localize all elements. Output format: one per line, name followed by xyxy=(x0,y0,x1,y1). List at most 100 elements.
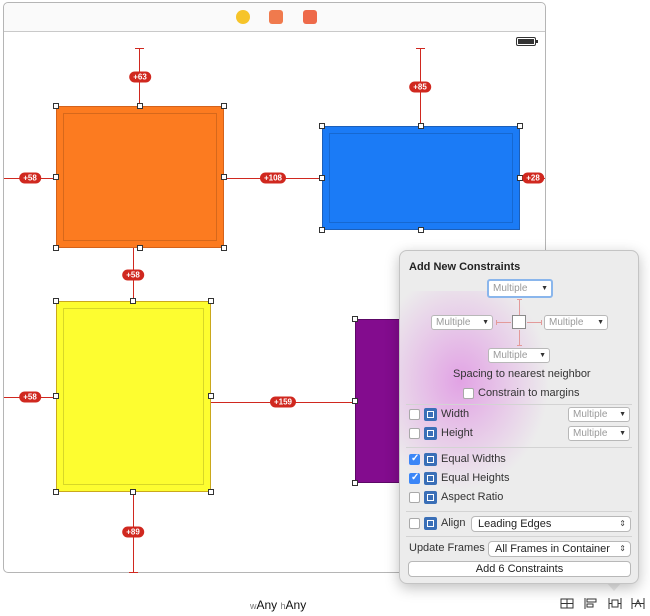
constraint-badge-orange-left[interactable]: +58 xyxy=(19,172,41,184)
resize-handle[interactable] xyxy=(418,227,424,233)
constraint-badge-blue-top[interactable]: +85 xyxy=(409,81,431,93)
resize-handle[interactable] xyxy=(53,245,59,251)
resize-handle[interactable] xyxy=(53,393,59,399)
resize-handle[interactable] xyxy=(418,123,424,129)
scene-dock xyxy=(4,3,545,32)
add-constraints-button[interactable]: Add 6 Constraints xyxy=(408,561,631,577)
popover-pointer xyxy=(606,582,622,591)
constrain-margins-checkbox[interactable] xyxy=(463,388,474,399)
width-value-field[interactable]: Multiple ▼ xyxy=(568,407,630,422)
spacing-top-field[interactable]: Multiple ▼ xyxy=(487,279,553,298)
pin-icon[interactable] xyxy=(608,597,622,610)
spacing-right-value: Multiple xyxy=(549,317,584,328)
constraint-badge-orange-top[interactable]: +63 xyxy=(129,71,151,83)
resize-handle[interactable] xyxy=(53,174,59,180)
equal-heights-checkbox[interactable] xyxy=(409,472,420,484)
constraint-badge-orange-blue[interactable]: +108 xyxy=(259,172,287,184)
resize-handle[interactable] xyxy=(221,174,227,180)
resize-handle[interactable] xyxy=(137,103,143,109)
resize-handle[interactable] xyxy=(130,298,136,304)
resize-handle[interactable] xyxy=(352,316,358,322)
resize-handle[interactable] xyxy=(319,227,325,233)
spacing-caption: Spacing to nearest neighbor xyxy=(453,368,591,380)
resize-handle[interactable] xyxy=(221,245,227,251)
size-class-h-prefix: h xyxy=(280,601,286,611)
width-checkbox[interactable] xyxy=(409,409,420,420)
aspect-ratio-label: Aspect Ratio xyxy=(441,491,504,503)
stack-icon[interactable] xyxy=(560,597,574,610)
constraint-badge-yellow-bottom[interactable]: +89 xyxy=(122,526,144,538)
size-class-h-value: Any xyxy=(285,598,307,612)
width-value: Multiple xyxy=(573,409,608,420)
chevron-down-icon: ▼ xyxy=(597,319,604,326)
resize-handle[interactable] xyxy=(208,393,214,399)
equal-widths-checkbox[interactable] xyxy=(409,453,420,465)
resize-handle[interactable] xyxy=(517,123,523,129)
align-icon[interactable] xyxy=(584,597,598,610)
size-class-indicator[interactable]: wAny hAny xyxy=(250,598,306,612)
spacing-bottom-field[interactable]: Multiple ▼ xyxy=(488,348,550,363)
equal-heights-label: Equal Heights xyxy=(441,472,510,484)
chevron-down-icon: ▼ xyxy=(482,319,489,326)
resize-handle[interactable] xyxy=(130,489,136,495)
blue-view[interactable] xyxy=(322,126,520,230)
spacing-bottom-value: Multiple xyxy=(493,350,528,361)
width-icon xyxy=(424,408,437,421)
align-label: Align xyxy=(441,517,466,529)
aspect-ratio-icon xyxy=(424,491,437,504)
popover-title: Add New Constraints xyxy=(409,261,521,273)
size-class-w-prefix: w xyxy=(250,601,257,611)
spacing-left-value: Multiple xyxy=(436,317,471,328)
height-checkbox[interactable] xyxy=(409,428,420,439)
constraint-badge-orange-yellow[interactable]: +58 xyxy=(122,269,144,281)
resolve-issues-icon[interactable] xyxy=(631,597,645,610)
first-responder-icon[interactable] xyxy=(269,10,283,24)
equal-widths-icon xyxy=(424,453,437,466)
update-frames-value: All Frames in Container xyxy=(495,543,610,555)
constraint-badge-yellow-left[interactable]: +58 xyxy=(19,391,41,403)
chevron-down-icon: ▼ xyxy=(619,411,626,418)
view-controller-icon[interactable] xyxy=(236,10,250,24)
aspect-ratio-checkbox[interactable] xyxy=(409,492,420,503)
align-popup[interactable]: Leading Edges ⇕ xyxy=(471,516,631,532)
resize-handle[interactable] xyxy=(208,489,214,495)
up-down-chevron-icon: ⇕ xyxy=(619,544,626,553)
yellow-view[interactable] xyxy=(56,301,211,492)
resize-handle[interactable] xyxy=(208,298,214,304)
size-class-w-value: Any xyxy=(256,598,278,612)
resize-handle[interactable] xyxy=(221,103,227,109)
resize-handle[interactable] xyxy=(53,103,59,109)
update-frames-label: Update Frames xyxy=(409,542,485,554)
spacing-left-field[interactable]: Multiple ▼ xyxy=(431,315,493,330)
update-frames-popup[interactable]: All Frames in Container ⇕ xyxy=(488,541,631,557)
spacing-top-value: Multiple xyxy=(493,283,528,294)
constrain-margins-label: Constrain to margins xyxy=(478,387,580,399)
constraint-center-box xyxy=(512,315,526,329)
up-down-chevron-icon: ⇕ xyxy=(619,519,626,528)
resize-handle[interactable] xyxy=(137,245,143,251)
equal-heights-icon xyxy=(424,472,437,485)
align-popup-value: Leading Edges xyxy=(478,518,552,530)
resize-handle[interactable] xyxy=(53,489,59,495)
width-label: Width xyxy=(441,408,470,420)
chevron-down-icon: ▼ xyxy=(541,285,548,292)
align-checkbox[interactable] xyxy=(409,518,420,529)
height-value-field[interactable]: Multiple ▼ xyxy=(568,426,630,441)
resize-handle[interactable] xyxy=(352,398,358,404)
constraint-badge-blue-right[interactable]: +28 xyxy=(522,172,544,184)
orange-view[interactable] xyxy=(56,106,224,248)
height-icon xyxy=(424,427,437,440)
constraint-badge-yellow-purple[interactable]: +159 xyxy=(269,396,297,408)
battery-icon xyxy=(516,37,538,46)
height-label: Height xyxy=(441,427,473,439)
height-value: Multiple xyxy=(573,428,608,439)
resize-handle[interactable] xyxy=(319,123,325,129)
chevron-down-icon: ▼ xyxy=(539,352,546,359)
chevron-down-icon: ▼ xyxy=(619,430,626,437)
exit-icon[interactable] xyxy=(303,10,317,24)
resize-handle[interactable] xyxy=(319,175,325,181)
align-edges-icon xyxy=(424,517,437,530)
spacing-right-field[interactable]: Multiple ▼ xyxy=(544,315,608,330)
resize-handle[interactable] xyxy=(53,298,59,304)
resize-handle[interactable] xyxy=(352,480,358,486)
